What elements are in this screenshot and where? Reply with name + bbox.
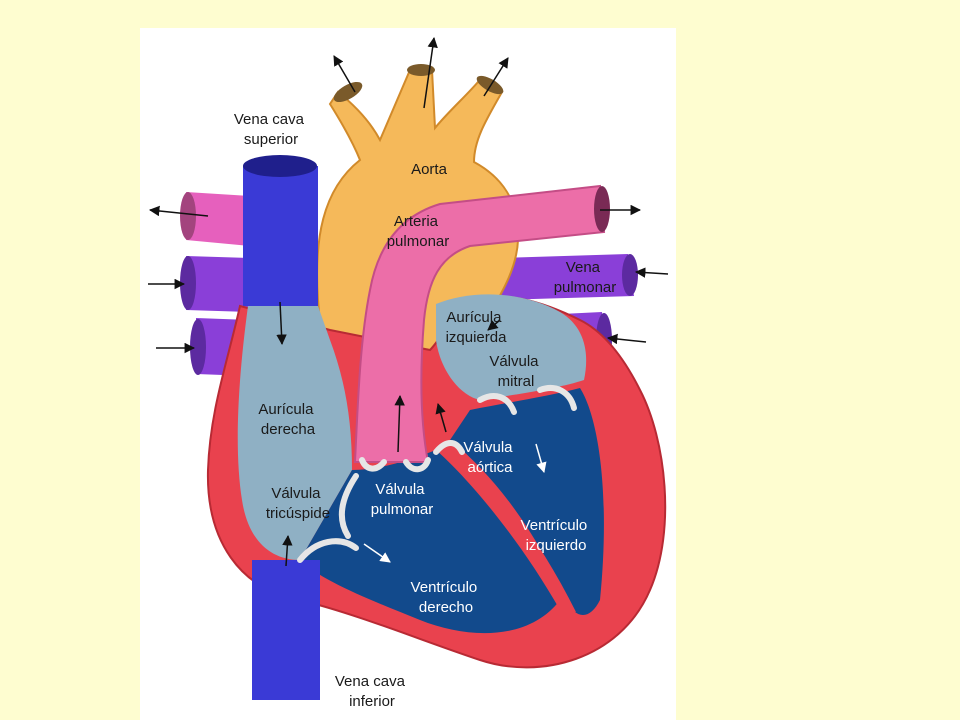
label-auricula-izquierda: Aurícula izquierda xyxy=(446,309,508,346)
arrow-left-atrium xyxy=(487,319,501,331)
aortic-valve xyxy=(433,440,465,455)
septum xyxy=(436,440,576,612)
arrow-aorta-mid xyxy=(423,36,438,109)
tricuspid-valve-lower xyxy=(297,538,359,563)
pulmonary-artery xyxy=(353,184,610,463)
label-valvula-mitral: Válvula mitral xyxy=(489,353,542,390)
arrow-mitral-down xyxy=(535,443,547,474)
left-atrium xyxy=(436,294,587,400)
arrow-ivc-up xyxy=(282,534,293,567)
left-ventricle xyxy=(450,388,604,615)
inferior-vena-cava xyxy=(252,560,320,700)
arrow-aorta-right xyxy=(483,57,509,97)
arrow-pulmonary-up xyxy=(394,394,405,453)
mitral-valve-right xyxy=(537,385,577,411)
arrow-pulmonary-vein-upper xyxy=(634,267,669,278)
mitral-valve-left xyxy=(477,393,517,415)
label-aorta: Aorta xyxy=(411,161,448,178)
flow-arrows-white xyxy=(363,443,547,563)
flow-arrows xyxy=(148,36,669,567)
left-side-vessels xyxy=(180,192,250,376)
label-auricula-derecha: Aurícula derecha xyxy=(258,401,317,438)
right-atrium xyxy=(237,306,352,560)
label-vena-pulmonar: Vena pulmonar xyxy=(554,259,617,296)
right-ventricle xyxy=(300,450,560,634)
label-ventriculo-izquierdo: Ventrículo izquierdo xyxy=(521,517,592,554)
valves xyxy=(297,385,577,563)
arrow-aortic-up xyxy=(435,402,447,433)
superior-vena-cava xyxy=(243,155,318,306)
label-vena-cava-inferior: Vena cava inferior xyxy=(335,673,409,710)
tricuspid-valve-upper xyxy=(338,473,359,539)
label-vena-cava-superior: Vena cava superior xyxy=(234,111,308,148)
pulmonary-valve-left xyxy=(359,457,387,472)
arrow-aorta-left xyxy=(333,55,356,93)
arrow-left-out xyxy=(148,205,209,217)
label-arteria-pulmonar: Arteria pulmonar xyxy=(387,213,450,250)
arrow-tricuspid-down xyxy=(363,543,391,563)
label-valvula-pulmonar: Válvula pulmonar xyxy=(371,481,434,518)
pulmonary-valve-right xyxy=(403,457,431,473)
arrow-svc-down xyxy=(276,301,287,346)
label-valvula-tricuspide: Válvula tricúspide xyxy=(266,485,330,522)
label-ventriculo-derecho: Ventrículo derecho xyxy=(411,579,482,616)
arrow-pulmonary-vein-lower xyxy=(606,333,647,345)
label-valvula-aortica: Válvula aórtica xyxy=(463,439,516,476)
